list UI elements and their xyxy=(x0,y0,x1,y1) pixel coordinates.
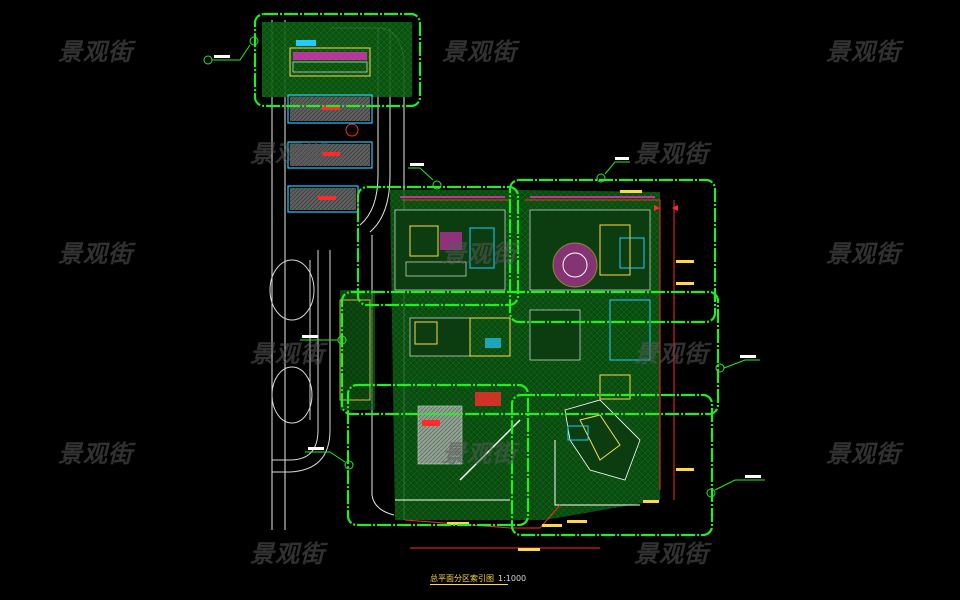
zone-southeast xyxy=(510,393,714,537)
callout-west xyxy=(300,335,347,345)
callout-southwest xyxy=(305,451,354,470)
callout-southeast xyxy=(706,479,765,498)
zone-southwest xyxy=(346,383,530,527)
north-arrow-marks xyxy=(654,205,678,211)
zone-outlines xyxy=(253,12,720,537)
zone-west-strip xyxy=(340,290,720,416)
zone-north-parking xyxy=(253,12,422,108)
plan-title-text: 总平面分区索引图 xyxy=(430,574,494,583)
athletic-track xyxy=(269,250,331,473)
zone-northeast xyxy=(508,178,717,324)
plan-title: 总平面分区索引图 1:1000 xyxy=(430,573,526,584)
annotation-marks xyxy=(447,190,694,551)
plan-scale: 1:1000 xyxy=(498,574,527,583)
callout-central-north xyxy=(408,167,442,190)
zone-central-north xyxy=(356,185,520,307)
callout-label-marks xyxy=(214,55,761,478)
callout-northeast xyxy=(596,161,630,183)
callout-north-parking xyxy=(203,36,259,65)
central-site xyxy=(339,190,660,520)
north-parking-area xyxy=(262,22,412,213)
callout-east xyxy=(715,359,760,373)
index-callouts xyxy=(203,36,765,498)
plan-title-underline xyxy=(430,584,508,585)
